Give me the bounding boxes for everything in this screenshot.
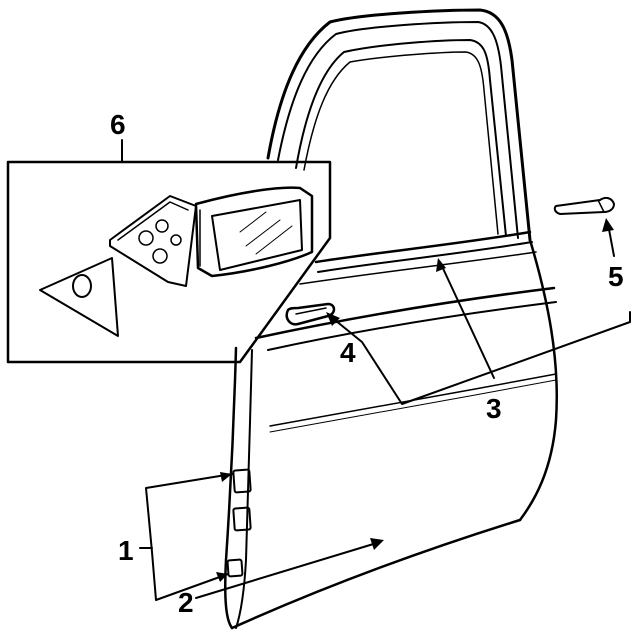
callout-4: 4	[340, 337, 356, 368]
callout-6: 6	[110, 109, 126, 140]
door-hinges	[226, 468, 252, 578]
weatherstrip-piece	[553, 196, 615, 215]
window-sash-belt	[299, 230, 537, 285]
callout-5: 5	[608, 261, 624, 292]
leader-lines	[121, 139, 631, 601]
callout-1: 1	[118, 535, 134, 566]
door-outer-panel	[224, 238, 559, 630]
mirror-detail-box	[6, 160, 332, 364]
callout-3: 3	[486, 393, 502, 424]
outside-door-handle	[285, 302, 336, 326]
callout-2: 2	[178, 587, 194, 618]
window-frame	[266, 8, 532, 242]
